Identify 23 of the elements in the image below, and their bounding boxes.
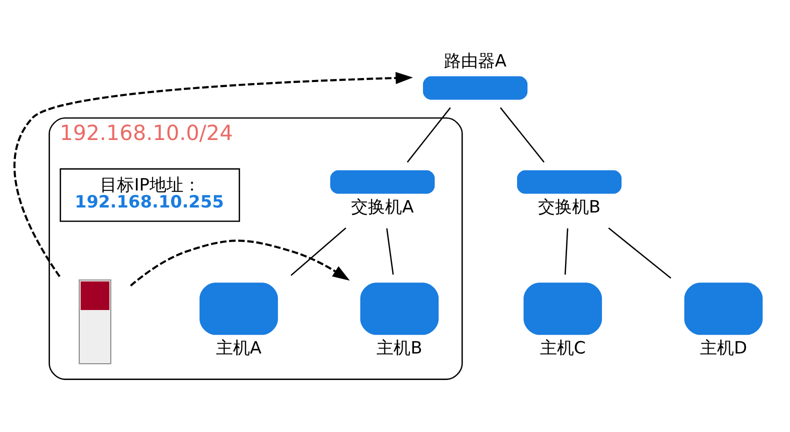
node-box [360, 282, 439, 335]
connector [608, 228, 672, 279]
node-label: 路由器A [444, 51, 506, 72]
connector [500, 107, 545, 163]
node-box [517, 170, 622, 194]
node-box [200, 282, 278, 335]
node-label: 交换机B [538, 198, 601, 218]
node-box [422, 76, 528, 100]
node-box [330, 170, 435, 194]
arrow [14, 72, 413, 278]
node-box [524, 282, 602, 335]
connector [290, 228, 346, 276]
node-label: 交换机A [351, 198, 414, 218]
node-label: 主机A [216, 338, 262, 359]
node-label: 主机D [700, 338, 748, 359]
connector [406, 107, 451, 163]
connector [564, 228, 568, 275]
node-box [684, 282, 763, 335]
node-label: 主机C [540, 338, 586, 359]
node-label: 主机B [376, 338, 422, 359]
connector [386, 228, 394, 275]
node-box: 目标IP地址： 192.168.10.255 [60, 168, 240, 222]
arrow [130, 240, 350, 287]
